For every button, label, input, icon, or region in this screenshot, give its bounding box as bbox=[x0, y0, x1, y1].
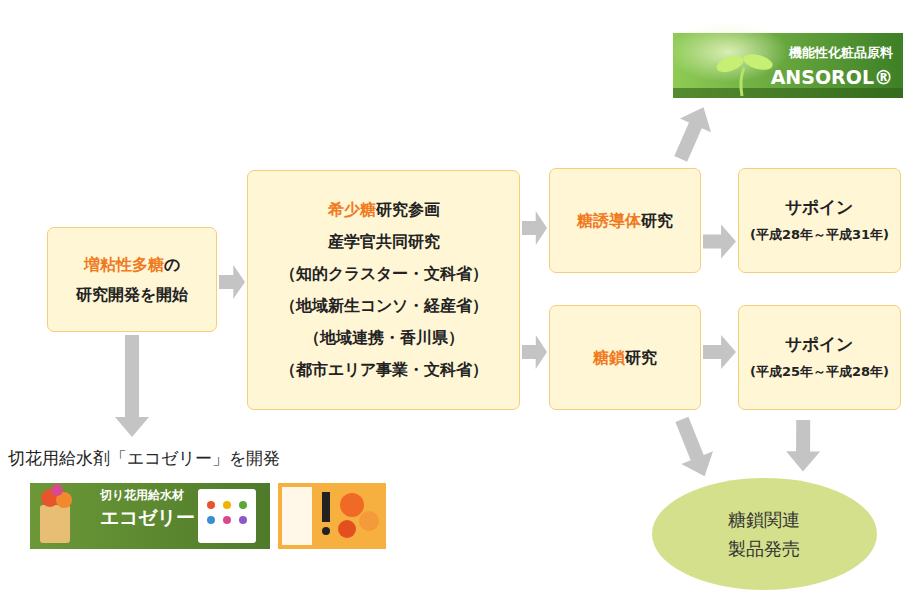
process-box: 糖鎖研究 bbox=[549, 305, 701, 410]
node-text: （地域連携・香川県） bbox=[304, 328, 464, 347]
text-line: （知的クラスター・文科省） bbox=[280, 258, 488, 290]
result-ellipse: 糖鎖関連 製品発売 bbox=[652, 478, 877, 590]
node-text: 研究参画 bbox=[376, 200, 440, 219]
node-text: (平成25年～平成28年) bbox=[750, 364, 889, 379]
text-line: 機能性化粧品原料 bbox=[789, 41, 893, 65]
text-stack: 増粘性多糖の研究開発を開始 bbox=[76, 250, 188, 310]
text-stack: 糖鎖関連 製品発売 bbox=[726, 505, 803, 563]
text-line: （地域新生コンソ・経産省） bbox=[280, 290, 488, 322]
node-heading: 増粘性多糖 bbox=[84, 255, 164, 274]
color-dot bbox=[223, 501, 231, 509]
node-heading: 糖鎖関連 製品発売 bbox=[728, 509, 800, 559]
text-line: 希少糖研究参画 bbox=[328, 194, 440, 226]
text-line: (平成28年～平成31年) bbox=[750, 221, 889, 249]
exclaim-mark bbox=[322, 492, 330, 522]
node-text: 研究 bbox=[625, 348, 657, 367]
ellipse-outline bbox=[652, 478, 877, 590]
ansorol-image bbox=[668, 22, 903, 98]
color-dot bbox=[239, 516, 247, 524]
process-box: 増粘性多糖の研究開発を開始 bbox=[47, 227, 217, 332]
text-stack: 希少糖研究参画産学官共同研究 （知的クラスター・文科省） （地域新生コンソ・経産省）… bbox=[280, 194, 488, 386]
node-heading: 糖誘導体 bbox=[577, 211, 641, 230]
text-line: (平成25年～平成28年) bbox=[750, 358, 889, 386]
node-text: エコゼリー bbox=[100, 506, 195, 528]
flow-arrow bbox=[522, 335, 547, 369]
flow-arrow bbox=[674, 107, 711, 162]
color-dot bbox=[239, 501, 247, 509]
text-line: 切花用給水剤「エコゼリー」を開発 bbox=[8, 440, 398, 470]
node-text: 研究 bbox=[641, 211, 673, 230]
node-heading: 機能性化粧品原料 bbox=[789, 45, 893, 60]
color-dot bbox=[207, 501, 215, 509]
text-stack: 糖鎖研究 bbox=[593, 343, 657, 373]
flow-arrow bbox=[115, 335, 149, 437]
flower-shape bbox=[51, 484, 63, 496]
node-heading: 切花用給水剤「エコゼリー」を開発 bbox=[8, 448, 280, 468]
banner-ground bbox=[278, 483, 386, 549]
moss-band bbox=[673, 88, 903, 98]
color-dot bbox=[223, 516, 231, 524]
glass-shape bbox=[40, 505, 70, 543]
node-text: 産学官共同研究 bbox=[328, 232, 440, 251]
text-line: 増粘性多糖の bbox=[84, 250, 180, 280]
text-stack: サポイン (平成25年～平成28年) bbox=[750, 330, 889, 386]
node-text: の bbox=[164, 255, 180, 274]
text-line: （都市エリア事業・文科省） bbox=[280, 354, 488, 386]
banner-ground bbox=[30, 483, 270, 549]
node-heading: サポイン bbox=[785, 197, 853, 217]
sprout-leaf bbox=[714, 53, 745, 76]
ellipse-shape bbox=[652, 478, 877, 590]
text-line: 研究開発を開始 bbox=[76, 280, 188, 310]
product-box bbox=[198, 489, 256, 543]
sprout-leaf bbox=[742, 51, 775, 72]
flow-arrow bbox=[675, 417, 713, 477]
text-line: 切り花用給水材 bbox=[100, 487, 184, 503]
text-line: 糖鎖関連 製品発売 bbox=[726, 505, 803, 563]
flow-arrow bbox=[786, 420, 820, 471]
text-stack: 切花用給水剤「エコゼリー」を開発切り花用給水材エコゼリー bbox=[8, 440, 398, 560]
text-line: 糖誘導体研究 bbox=[577, 206, 673, 236]
product-panel: 切花用給水剤「エコゼリー」を開発切り花用給水材エコゼリー bbox=[8, 440, 398, 560]
text-line: 産学官共同研究 bbox=[328, 226, 440, 258]
node-text: (平成28年～平成31年) bbox=[750, 227, 889, 242]
flower-shape bbox=[359, 511, 379, 531]
node-heading: 希少糖 bbox=[328, 200, 376, 219]
text-line: サポイン bbox=[785, 193, 853, 221]
color-dot bbox=[207, 516, 215, 524]
text-stack: 機能性化粧品原料 ANSOROL® bbox=[771, 41, 893, 89]
node-text: （都市エリア事業・文科省） bbox=[280, 360, 488, 379]
flow-arrow bbox=[703, 335, 736, 369]
text-line: 糖鎖研究 bbox=[593, 343, 657, 373]
flow-arrow bbox=[703, 225, 736, 259]
text-stack: 糖誘導体研究 bbox=[577, 206, 673, 236]
node-text: 研究開発を開始 bbox=[76, 285, 188, 304]
node-text: ANSOROL® bbox=[771, 66, 893, 88]
node-heading: 糖鎖 bbox=[593, 348, 625, 367]
sprout-stem bbox=[741, 68, 744, 96]
process-box: 希少糖研究参画産学官共同研究 （知的クラスター・文科省） （地域新生コンソ・経産省）… bbox=[247, 170, 520, 410]
node-text: （知的クラスター・文科省） bbox=[280, 264, 488, 283]
ecozeri-image bbox=[30, 483, 386, 549]
text-line: ANSOROL® bbox=[771, 65, 893, 89]
flow-arrow bbox=[522, 211, 547, 245]
text-line: エコゼリー bbox=[100, 505, 195, 529]
text-stack: サポイン (平成28年～平成31年) bbox=[750, 193, 889, 249]
light-glow bbox=[668, 22, 788, 82]
flower-shape bbox=[340, 493, 364, 517]
node-heading: サポイン bbox=[785, 334, 853, 354]
text-panel bbox=[282, 487, 312, 545]
product-banner: 機能性化粧品原料 ANSOROL® bbox=[673, 33, 903, 98]
node-text: （地域新生コンソ・経産省） bbox=[280, 296, 488, 315]
node-text: 切り花用給水材 bbox=[100, 488, 184, 502]
flow-arrow bbox=[219, 265, 245, 299]
text-line: サポイン bbox=[785, 330, 853, 358]
flower-shape bbox=[338, 520, 356, 538]
process-box: 糖誘導体研究 bbox=[549, 168, 701, 273]
text-line: （地域連携・香川県） bbox=[304, 322, 464, 354]
process-box: サポイン (平成25年～平成28年) bbox=[738, 305, 901, 410]
exclaim-dot bbox=[322, 527, 330, 535]
process-box: サポイン (平成28年～平成31年) bbox=[738, 168, 901, 273]
